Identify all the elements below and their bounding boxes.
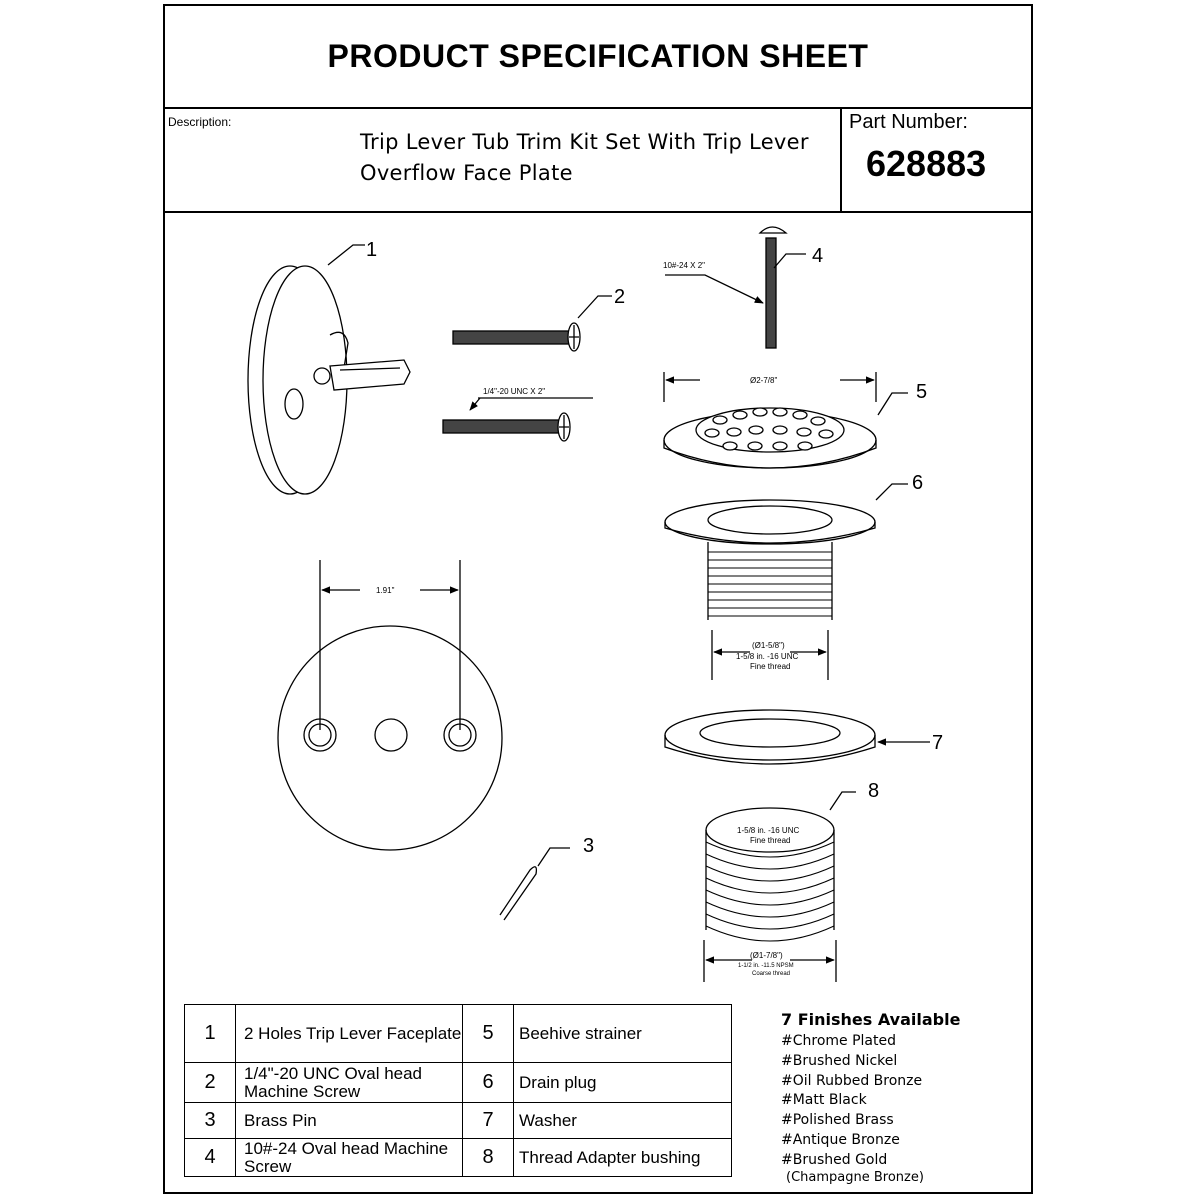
dim-screw4: 10#-24 X 2" (663, 261, 705, 270)
part-name: Drain plug (513, 1062, 732, 1103)
finishes-title: 7 Finishes Available (781, 1010, 961, 1029)
finish-item: #Antique Bronze (781, 1131, 900, 1148)
dim-strainer-dia: Ø2-7/8" (750, 376, 777, 385)
thread-bushing-drawing (703, 791, 856, 982)
dim-screw2: 1/4"-20 UNC X 2" (483, 387, 545, 396)
faceplate-lever-drawing (247, 244, 411, 495)
part-name: Brass Pin (235, 1102, 463, 1139)
description-line-2: Overflow Face Plate (360, 161, 573, 185)
part-number-cell: Part Number: 628883 (840, 107, 1033, 211)
table-row: 1 2 Holes Trip Lever Faceplate 5 Beehive… (184, 1004, 732, 1063)
finish-item: #Oil Rubbed Bronze (781, 1072, 923, 1089)
part-index: 7 (462, 1102, 514, 1139)
callout-6: 6 (912, 472, 923, 494)
beehive-strainer-drawing (663, 372, 908, 469)
dim-drain-thread: 1-5/8 in. -16 UNC (736, 652, 798, 661)
dim-bushing-fine: Fine thread (750, 836, 790, 845)
part-name: Beehive strainer (513, 1004, 732, 1063)
parts-list-table: 1 2 Holes Trip Lever Faceplate 5 Beehive… (184, 1004, 732, 1177)
finish-item: #Brushed Nickel (781, 1052, 898, 1069)
callout-2: 2 (614, 286, 625, 308)
part-number-value: 628883 (866, 143, 987, 184)
dim-drain-fine: Fine thread (750, 662, 790, 671)
part-index: 3 (184, 1102, 236, 1139)
washer-drawing (664, 709, 930, 765)
description-row: Description: Trip Lever Tub Trim Kit Set… (165, 107, 1031, 213)
dim-bushing-thread: 1-1/2 in. -11.5 NPSM (738, 963, 794, 969)
table-row: 4 10#-24 Oval head Machine Screw 8 Threa… (184, 1138, 732, 1177)
description-line-1: Trip Lever Tub Trim Kit Set With Trip Le… (360, 130, 809, 154)
part-name: Thread Adapter bushing (513, 1138, 732, 1177)
callout-3: 3 (583, 835, 594, 857)
part-index: 6 (462, 1062, 514, 1103)
callout-1: 1 (366, 239, 377, 261)
part-number-label: Part Number: (849, 111, 968, 133)
page-title: PRODUCT SPECIFICATION SHEET (165, 6, 1031, 109)
part-name: 10#-24 Oval head Machine Screw (235, 1138, 463, 1177)
faceplate-front-drawing (277, 560, 503, 851)
part-name: 2 Holes Trip Lever Faceplate (235, 1004, 463, 1063)
dim-bushing-coarse: Coarse thread (752, 971, 790, 977)
dim-faceplate-spacing: 1.91" (376, 586, 395, 595)
callout-4: 4 (812, 245, 823, 267)
description-label: Description: (168, 115, 232, 129)
drain-plug-drawing (664, 483, 908, 680)
dim-drain-dia: (Ø1-5/8") (752, 641, 785, 650)
table-row: 3 Brass Pin 7 Washer (184, 1102, 732, 1139)
screw-4-drawing (665, 226, 806, 349)
finish-item: #Polished Brass (781, 1112, 894, 1129)
dim-bushing-dia: (Ø1-7/8") (750, 951, 783, 960)
part-index: 4 (184, 1138, 236, 1177)
finish-item: #Matt Black (781, 1092, 867, 1109)
callout-8: 8 (868, 780, 879, 802)
spec-sheet-frame: PRODUCT SPECIFICATION SHEET Description:… (163, 4, 1033, 1194)
oval-head-screws-drawing (442, 295, 612, 442)
finish-item: #Chrome Plated (781, 1033, 896, 1049)
description-text: Trip Lever Tub Trim Kit Set With Trip Le… (360, 127, 809, 189)
part-index: 2 (184, 1062, 236, 1103)
callout-7: 7 (932, 732, 943, 754)
exploded-parts-drawing: 1 2 3 4 5 6 7 8 10#-24 X 2" 1/4"-20 UNC … (247, 226, 943, 982)
part-index: 5 (462, 1004, 514, 1063)
table-row: 2 1/4"-20 UNC Oval head Machine Screw 6 … (184, 1062, 732, 1103)
callout-5: 5 (916, 381, 927, 403)
part-index: 8 (462, 1138, 514, 1177)
part-index: 1 (184, 1004, 236, 1063)
part-name: 1/4"-20 UNC Oval head Machine Screw (235, 1062, 463, 1103)
brass-pin-drawing (499, 847, 570, 921)
finishes-list: 7 Finishes Available #Chrome Plated #Bru… (781, 1010, 960, 1185)
finish-note: (Champagne Bronze) (786, 1169, 924, 1185)
finish-item: #Brushed Gold (781, 1151, 888, 1168)
part-name: Washer (513, 1102, 732, 1139)
dim-bushing-inner: 1-5/8 in. -16 UNC (737, 826, 799, 835)
